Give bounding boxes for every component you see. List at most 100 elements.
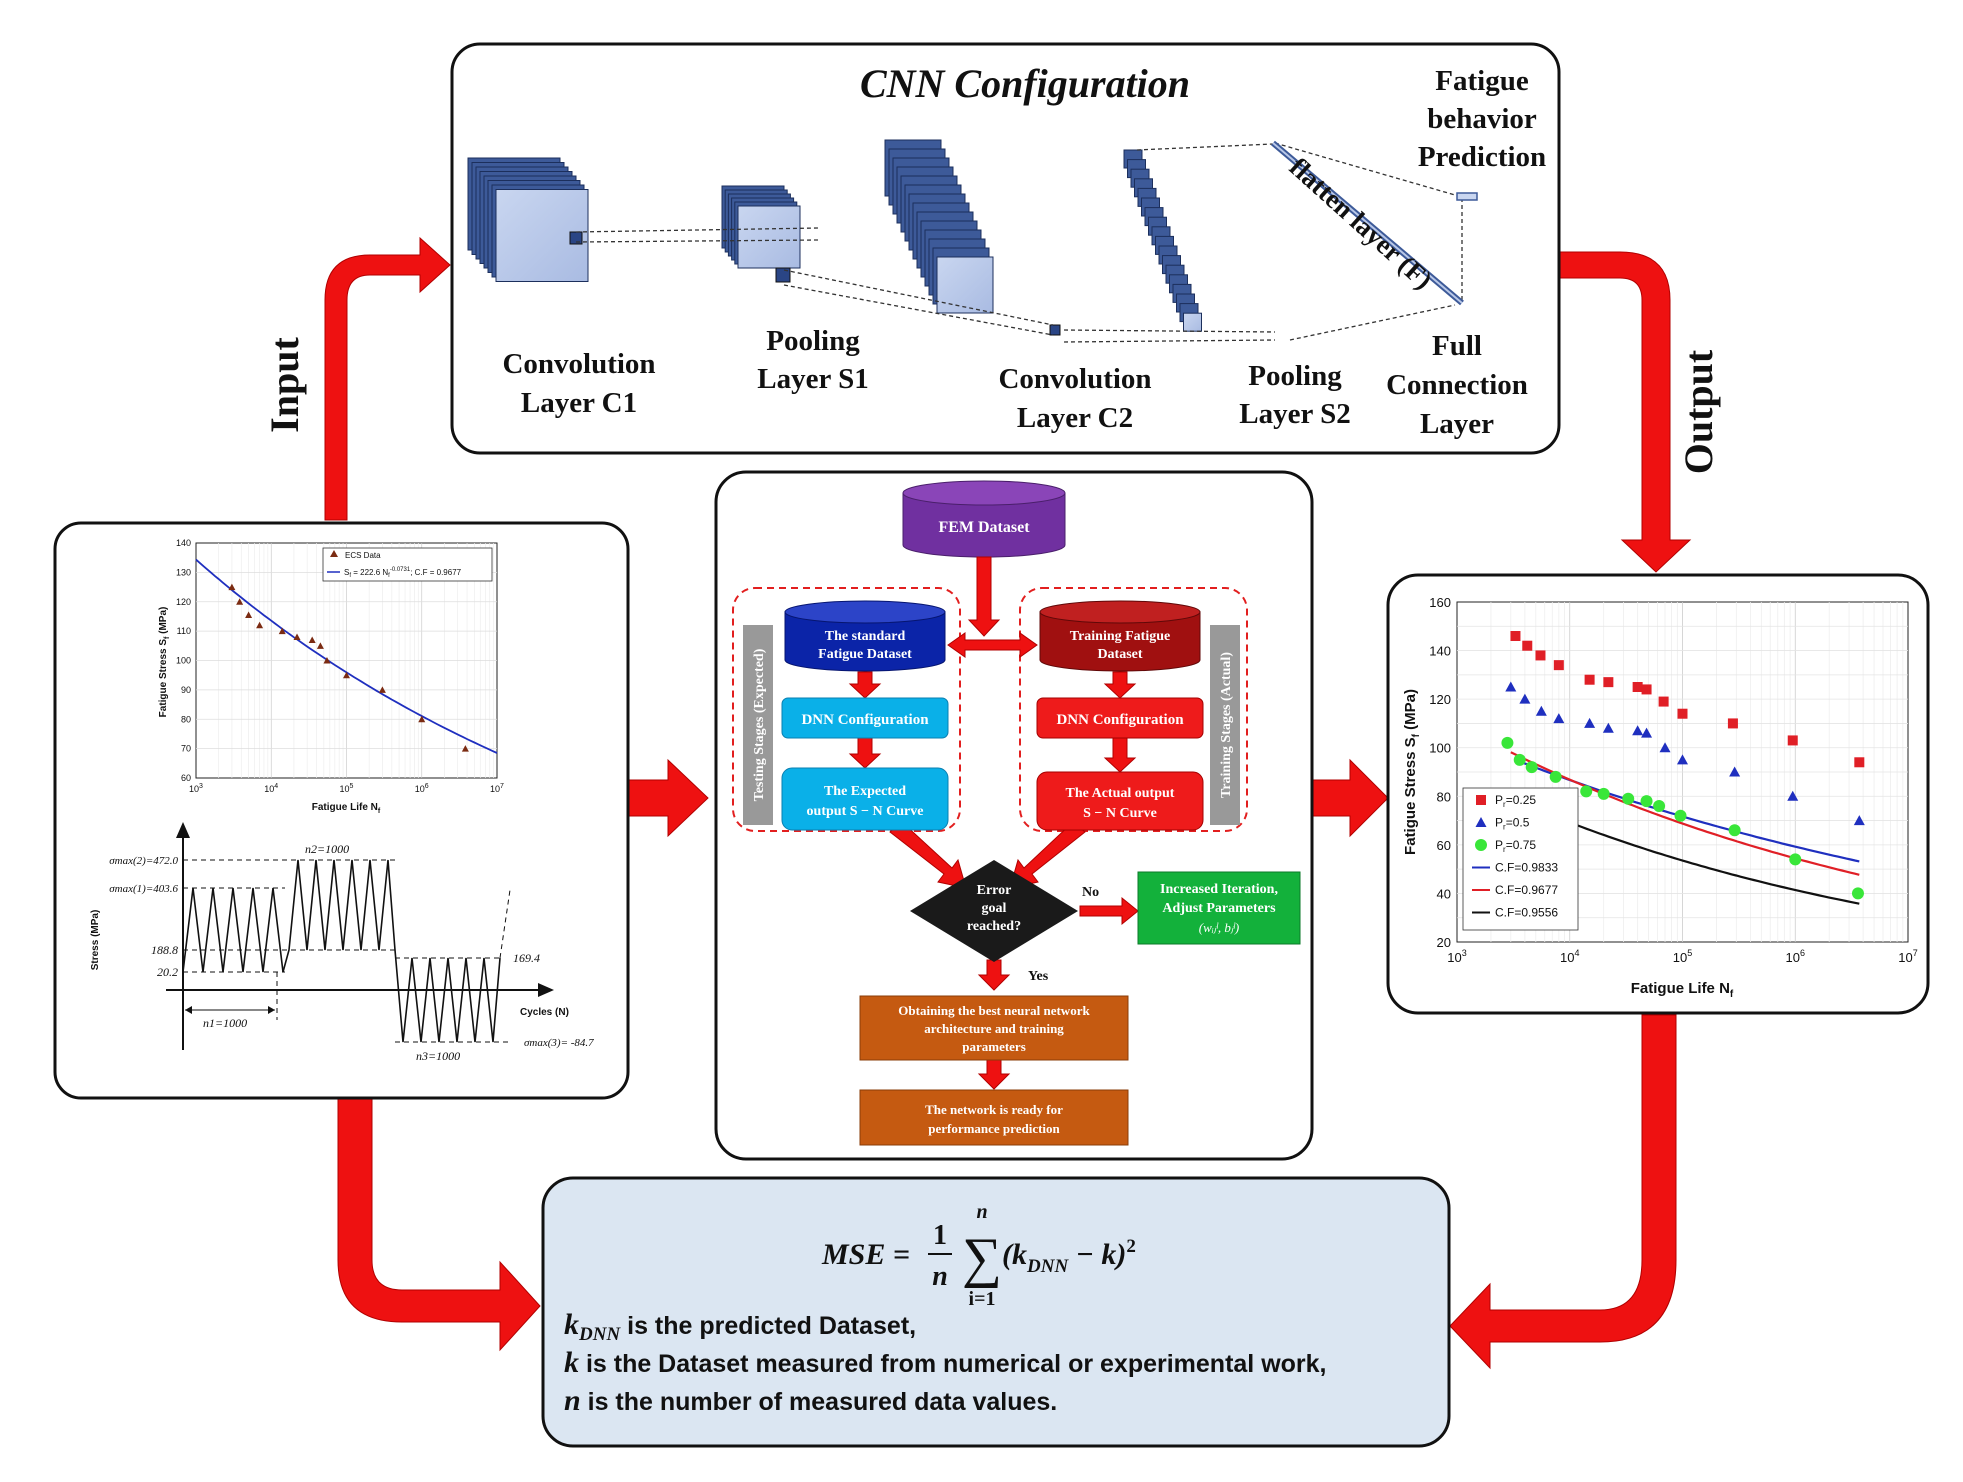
flowchart-arrows [848, 556, 1139, 1090]
out-point [1519, 693, 1531, 704]
sn-ytick: 110 [177, 626, 191, 636]
sn-ytick: 70 [181, 744, 191, 754]
out-point [1851, 887, 1864, 900]
actual-output-box [1036, 771, 1204, 831]
network-ready-box [859, 1089, 1129, 1146]
best-architecture-box [859, 995, 1129, 1061]
sn-xtick: 104 [264, 783, 278, 794]
out-xlabel-sub: f [1730, 989, 1734, 1000]
load-block-2 [282, 859, 396, 973]
sn-xlabel: Fatigue Life N [312, 802, 378, 813]
out-legend-marker [1475, 817, 1487, 827]
def-3-var: n [564, 1384, 581, 1417]
out-xtick: 106 [1786, 948, 1805, 965]
iteration-line3: (wᵢⱼˡ, bⱼˡ) [1199, 920, 1239, 935]
feature-map [737, 205, 801, 269]
svg-text:Sf = 222.6 Nf-0.0731; C.F = 0.: Sf = 222.6 Nf-0.0731; C.F = 0.9677 [344, 567, 462, 579]
out-point [1658, 696, 1669, 707]
no-label: No [1082, 885, 1099, 900]
out-legend-label: C.F=0.9833 [1495, 861, 1558, 875]
cnn-title: CNN Configuration [860, 61, 1190, 106]
conv-c2-maps [884, 139, 994, 314]
sn-legend-s-sub: f [349, 573, 351, 579]
sn-point [378, 686, 386, 693]
load-level-403: σmax(1)=403.6 [109, 883, 178, 895]
output-arrow [1557, 251, 1692, 573]
mse-lhs: MSE = [821, 1238, 910, 1271]
out-ytick: 40 [1437, 886, 1451, 901]
actual-output-line2: S − N Curve [1083, 806, 1157, 821]
def-2-var: k [564, 1346, 579, 1379]
out-point [1513, 753, 1526, 766]
out-legend-marker [1475, 839, 1487, 851]
out-legend-label: Pr=0.75 [1495, 838, 1536, 854]
out-ylabel-tail: (MPa) [1402, 689, 1419, 734]
out-xtick: 107 [1898, 948, 1917, 965]
testing-stage-label: Testing Stages (Expected) [752, 648, 767, 801]
sn-xtick: 106 [415, 783, 429, 794]
out-data-points [1501, 631, 1865, 900]
fem-dataset-node: FEM Dataset [902, 480, 1066, 558]
expected-output-line2: output S − N Curve [807, 804, 924, 819]
def-1-sub: DNN [578, 1324, 621, 1345]
iteration-box [1137, 871, 1301, 945]
out-fit-curve [1510, 751, 1860, 876]
out-point [1535, 650, 1546, 661]
feature-map [1183, 312, 1202, 332]
loading-history-chart: Stress (MPa) Cycles (N) σmax(2)= [90, 822, 594, 1063]
standard-dataset-node: The standard Fatigue Dataset [784, 600, 946, 672]
sn-legend-eq: = 222.6 N [351, 568, 388, 577]
layer-c1-line1: Convolution [502, 348, 655, 380]
full-connection-line3: Layer [1420, 408, 1494, 440]
sn-legend-exp: -0.0731 [390, 567, 411, 573]
input-arrow [324, 236, 451, 521]
decision-line1: Error [977, 883, 1012, 898]
out-ytick: 80 [1437, 789, 1451, 804]
layer-c2-line1: Convolution [998, 363, 1151, 395]
mse-sigma: ∑ [962, 1227, 1002, 1289]
dnn-config-right [1036, 697, 1204, 739]
out-point [1510, 631, 1521, 641]
out-ytick: 20 [1437, 935, 1451, 950]
out-point [1789, 853, 1802, 866]
layer-c1-line2: Layer C1 [521, 387, 637, 419]
layer-s2-line1: Pooling [1248, 360, 1342, 392]
out-point [1729, 766, 1741, 777]
svg-text:Fatigue Life Nf: Fatigue Life Nf [1631, 980, 1734, 1000]
sn-legend-n-sub: f [388, 573, 390, 579]
training-stage-bar [1210, 625, 1240, 825]
load-level-472: σmax(2)=472.0 [109, 855, 178, 867]
sn-point [256, 621, 264, 629]
svg-text:Fatigue Life Nf: Fatigue Life Nf [312, 802, 381, 815]
kernel-c1 [569, 231, 583, 245]
sn-ytick: 60 [181, 773, 191, 783]
out-point [1677, 754, 1688, 765]
fem-dataset-label: FEM Dataset [938, 519, 1030, 536]
sn-point [308, 636, 316, 643]
standard-dataset-line2: Fatigue Dataset [818, 647, 912, 662]
out-ytick: 140 [1429, 644, 1451, 659]
svg-text:(kDNN − k)2: (kDNN − k)2 [1002, 1236, 1136, 1277]
out-xlabel: Fatigue Life N [1631, 980, 1730, 997]
dnn-config-left-label: DNN Configuration [801, 712, 929, 728]
sn-point [316, 642, 324, 649]
dnn-config-left [781, 697, 949, 739]
out-point [1622, 792, 1635, 805]
out-legend-label: Pr=0.5 [1495, 816, 1530, 832]
out-point [1653, 800, 1666, 812]
sn-point [228, 583, 236, 591]
mse-sum-bottom: i=1 [969, 1288, 996, 1310]
out-point [1787, 790, 1799, 801]
sn-legend-s: S [344, 568, 349, 577]
def-3-text: is the number of measured data values. [581, 1388, 1058, 1416]
sn-ytick: 130 [176, 567, 191, 577]
right-to-mse-arrow [1449, 1014, 1677, 1370]
cnn-connectors [575, 142, 1463, 343]
training-stage-label: Training Stages (Actual) [1219, 652, 1234, 798]
out-point [1640, 795, 1653, 808]
sn-ytick: 90 [181, 685, 191, 695]
sn-point [323, 657, 331, 664]
pool-s1-maps [721, 185, 801, 269]
